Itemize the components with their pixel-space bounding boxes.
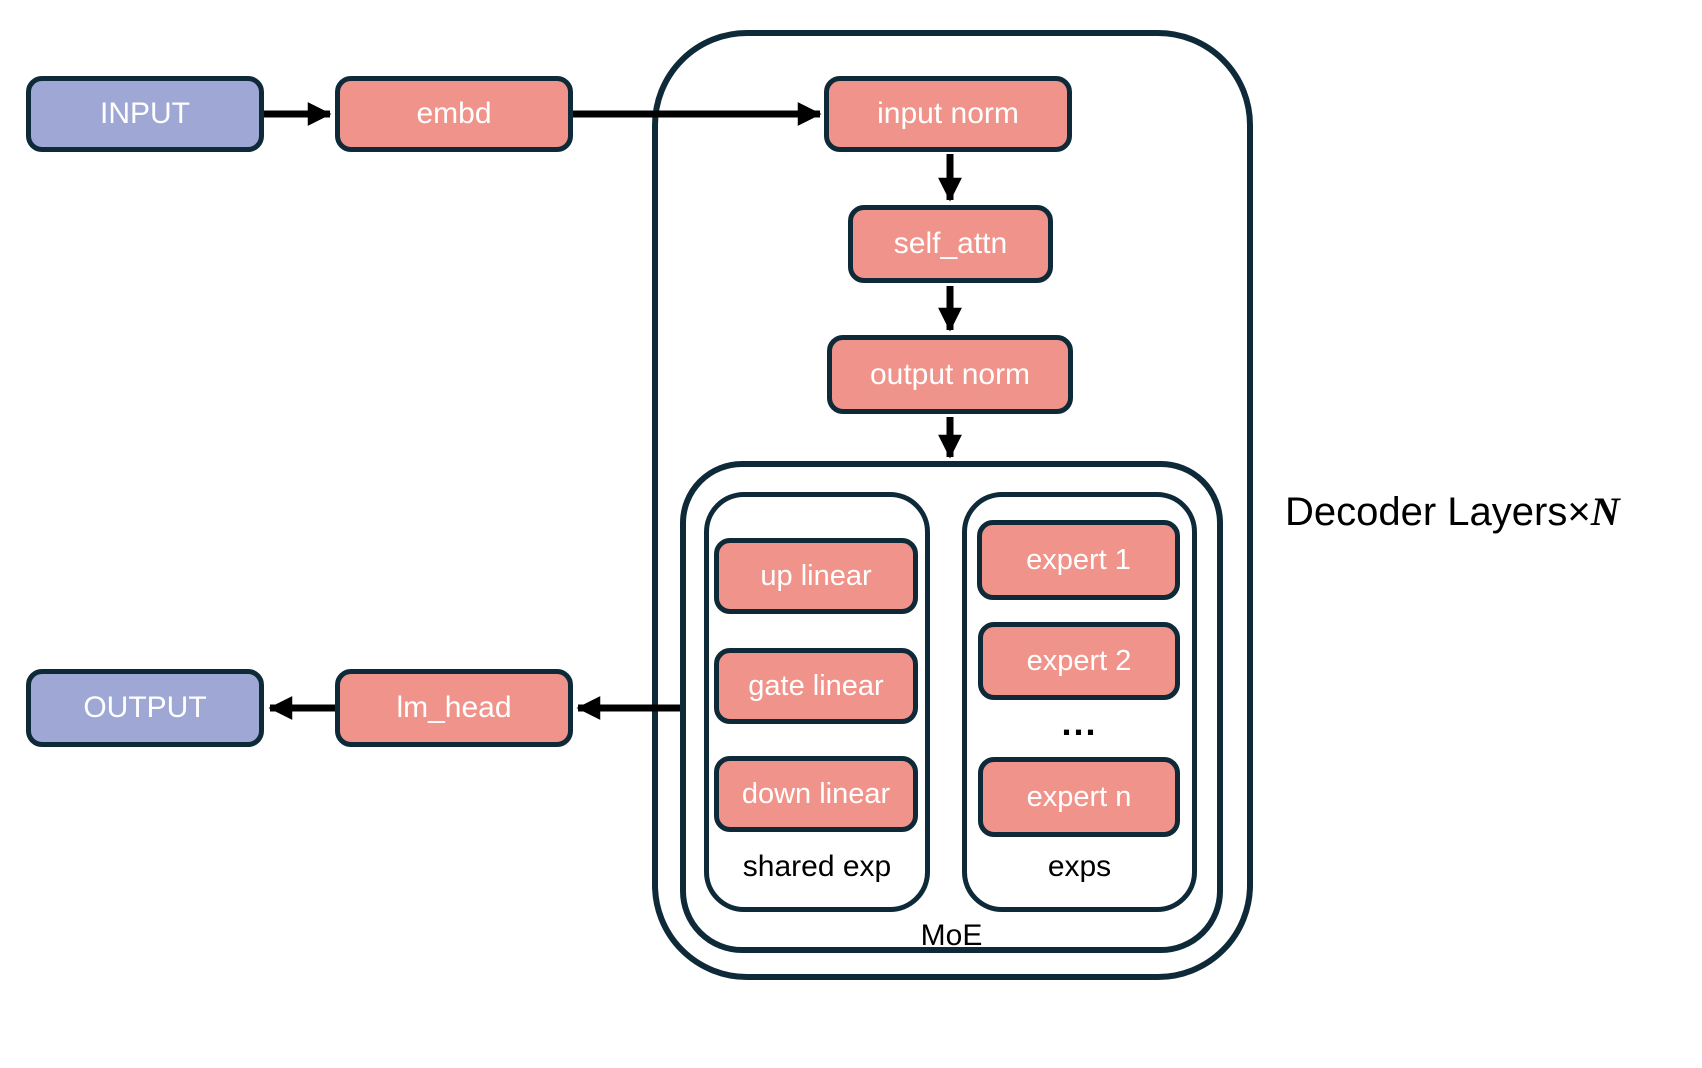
node-expert-2: expert 2 <box>978 622 1180 700</box>
node-gate-linear: gate linear <box>714 648 918 724</box>
node-down-linear: down linear <box>714 756 918 832</box>
moe-container <box>680 461 1223 953</box>
node-expert-n: expert n <box>978 757 1180 837</box>
exps-label: exps <box>1047 850 1112 883</box>
moe-label: MoE <box>920 919 983 952</box>
node-output: OUTPUT <box>26 669 264 747</box>
node-input-norm: input norm <box>824 76 1072 152</box>
decoder-layers-n-symbol: N <box>1590 489 1620 534</box>
experts-ellipsis: ... <box>1061 702 1098 743</box>
node-self-attn: self_attn <box>848 205 1053 283</box>
decoder-layers-label: Decoder Layers×N <box>1285 488 1620 535</box>
node-embd: embd <box>335 76 573 152</box>
node-input: INPUT <box>26 76 264 152</box>
node-output-norm: output norm <box>827 335 1073 414</box>
shared-exp-container <box>704 492 930 912</box>
node-lm-head: lm_head <box>335 669 573 747</box>
node-expert-1: expert 1 <box>977 520 1180 600</box>
node-up-linear: up linear <box>714 538 918 614</box>
decoder-layers-label-prefix: Decoder Layers× <box>1285 490 1591 534</box>
shared-exp-label: shared exp <box>742 850 892 883</box>
exps-container <box>962 492 1197 912</box>
decoder-layers-container <box>652 30 1253 980</box>
